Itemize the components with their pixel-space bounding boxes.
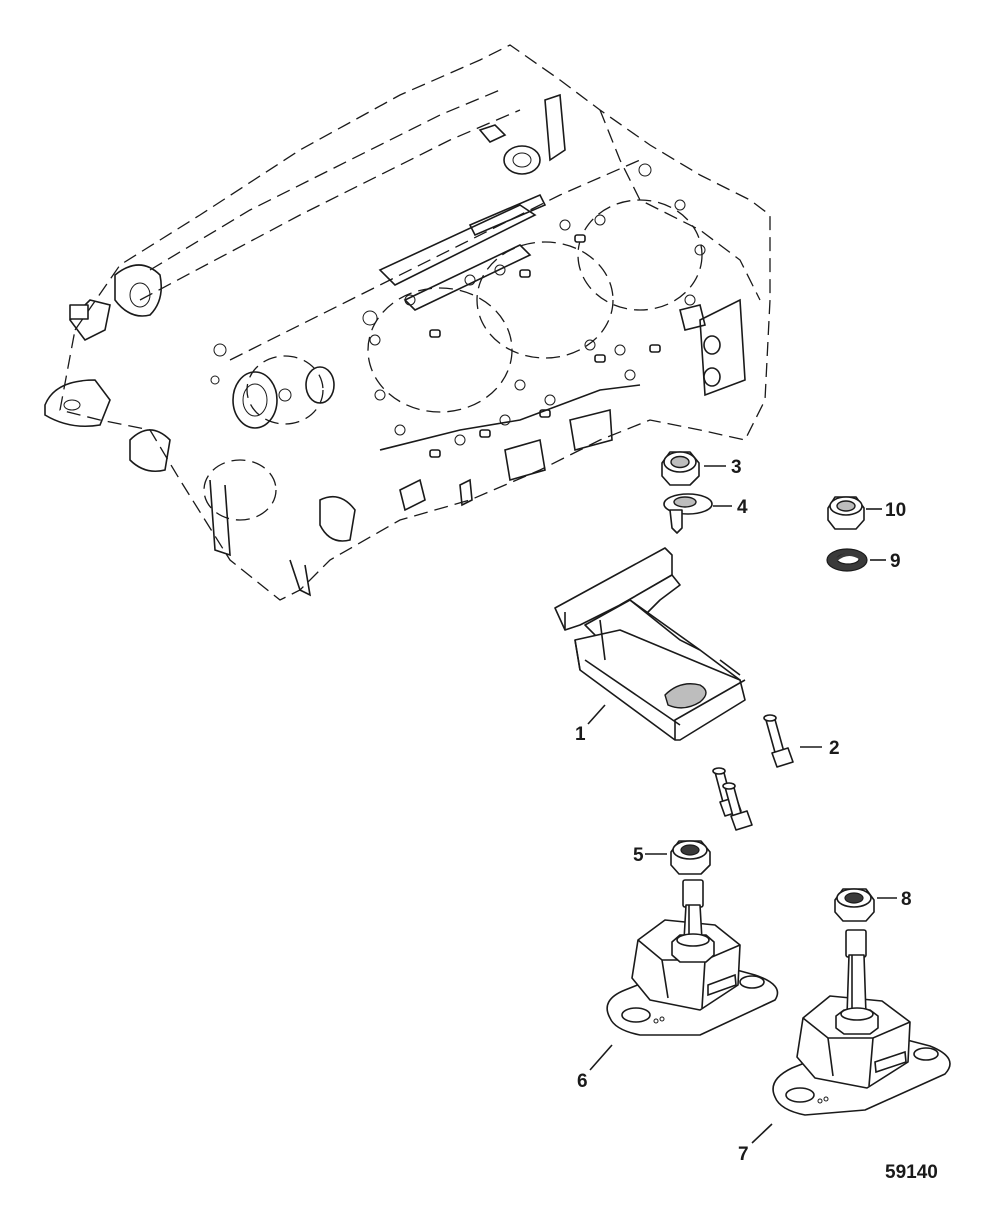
callout-5: 5: [633, 845, 644, 866]
callout-8: 8: [901, 889, 912, 910]
part-8-nut: [834, 888, 875, 922]
part-5-nut: [670, 840, 711, 875]
part-7-engine-mount: [772, 929, 951, 1116]
part-9-lock-washer: [826, 548, 868, 572]
callout-10: 10: [885, 500, 906, 521]
part-6-engine-mount: [606, 879, 779, 1036]
callout-9: 9: [890, 551, 901, 572]
leader-6: [589, 1044, 613, 1071]
leader-lines: [587, 465, 897, 1144]
callout-7: 7: [738, 1144, 749, 1165]
callout-1: 1: [575, 724, 586, 745]
callout-3: 3: [731, 457, 742, 478]
leader-1: [587, 704, 606, 725]
callout-2: 2: [829, 738, 840, 759]
part-4-washer: [663, 493, 713, 534]
part-1-bracket: [554, 547, 746, 741]
callout-6: 6: [577, 1071, 588, 1092]
part-2-bolts: [712, 714, 794, 831]
leader-7: [751, 1123, 773, 1144]
engine-block: [44, 44, 771, 601]
callout-4: 4: [737, 497, 748, 518]
callouts: 3 4 10 9 1 2 5 8 6 7: [575, 457, 912, 1165]
part-10-nut: [827, 496, 865, 530]
figure-number: 59140: [885, 1162, 938, 1183]
part-3-nut: [661, 451, 700, 486]
